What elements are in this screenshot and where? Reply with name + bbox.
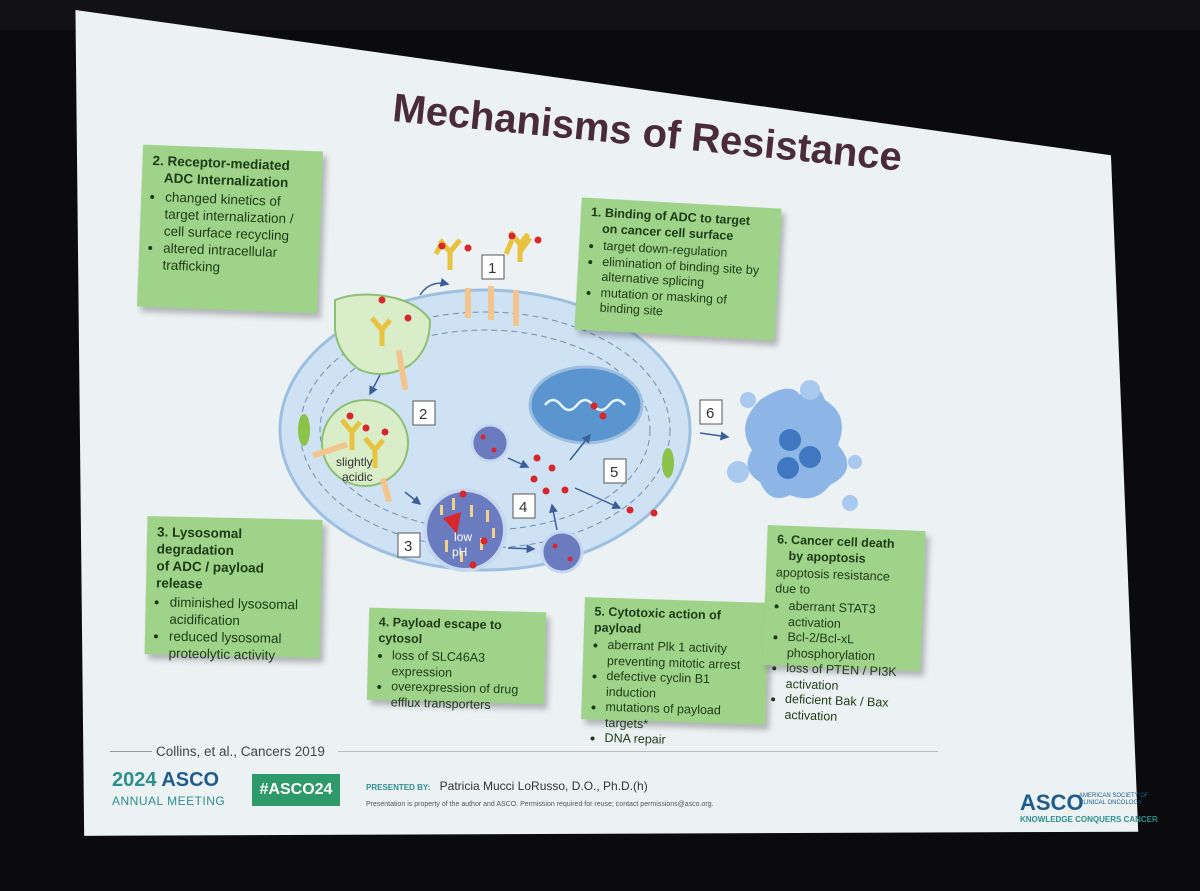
box-payload-escape: 4. Payload escape to cytosol loss of SLC… xyxy=(366,607,547,711)
step-2-label: 2 xyxy=(419,406,427,423)
box3-heading-2: of ADC / payload release xyxy=(155,558,265,592)
box5-item: aberrant Plk 1 activity preventing mitot… xyxy=(607,638,758,674)
pathway-arrows xyxy=(369,374,730,554)
step-6-label: 6 xyxy=(706,405,714,422)
meeting-logo: 2024 ASCO xyxy=(112,769,219,792)
box5-item: defective cyclin B1 induction xyxy=(606,669,757,705)
lysosome-label-low: low xyxy=(454,530,472,544)
dna-helix xyxy=(544,398,626,412)
step-1-label: 1 xyxy=(488,260,496,277)
box-apoptosis: 6. Cancer cell death by apoptosis apopto… xyxy=(762,525,926,723)
box6-item: Bcl-2/Bcl-xL phosphorylation xyxy=(787,630,912,666)
box3-item: reduced lysosomal proteolytic activity xyxy=(168,628,310,665)
membrane-transporter-right xyxy=(662,448,674,478)
disclaimer: Presentation is property of the author a… xyxy=(366,801,714,808)
vesicle-label-slightly: slightly xyxy=(336,455,373,469)
room-background xyxy=(0,0,1200,30)
asco-logo: ASCO xyxy=(1020,790,1084,815)
citation-divider-right xyxy=(338,751,938,752)
nucleus xyxy=(528,365,644,445)
box-receptor-internalization: 2. Receptor-mediated ADC Internalization… xyxy=(136,144,324,314)
box6-item: loss of PTEN / PI3K activation xyxy=(785,661,910,697)
antibodies-step1 xyxy=(433,230,542,326)
box2-item: changed kinetics of target internalizati… xyxy=(164,188,312,245)
box-cytotoxic-action: 5. Cytotoxic action of payload aberrant … xyxy=(581,597,769,747)
box6-item: deficient Bak / Bax activation xyxy=(784,692,909,728)
meeting-asco: ASCO xyxy=(161,769,220,791)
asco-org-name: AMERICAN SOCIETY OF CLINICAL ONCOLOGY xyxy=(1079,793,1149,806)
asco-tagline: KNOWLEDGE CONQUERS CANCER xyxy=(1020,815,1158,824)
small-vesicle-top xyxy=(470,423,510,463)
box5-heading: 5. Cytotoxic action of payload xyxy=(593,604,722,636)
box4-heading: 4. Payload escape to cytosol xyxy=(378,614,502,646)
step-3-label: 3 xyxy=(404,538,412,555)
vesicle-label-acidic: acidic xyxy=(342,470,373,484)
hashtag-badge: #ASCO24 xyxy=(252,774,340,806)
citation: Collins, et al., Cancers 2019 xyxy=(156,744,325,759)
box-lysosomal-degradation: 3. Lysosomal degradation of ADC / payloa… xyxy=(144,516,323,663)
box6-item: aberrant STAT3 activation xyxy=(788,599,913,635)
lysosome-label-ph: pH xyxy=(452,545,467,559)
free-payload-molecules xyxy=(530,454,658,517)
box3-item: diminished lysosomal acidification xyxy=(169,594,311,631)
meeting-name: ANNUAL MEETING xyxy=(112,794,226,808)
box-adc-binding: 1. Binding of ADC to target on cancer ce… xyxy=(574,197,782,341)
box6-subheading: apoptosis resistance due to xyxy=(775,565,891,597)
internalized-adc xyxy=(370,316,392,346)
presenter-name: Patricia Mucci LoRusso, D.O., Ph.D.(h) xyxy=(439,779,648,793)
meeting-year: 2024 xyxy=(112,769,157,791)
citation-divider xyxy=(110,751,152,752)
lysosome-payload-cluster xyxy=(443,512,461,534)
presenter-line: PRESENTED BY: Patricia Mucci LoRusso, D.… xyxy=(366,779,648,793)
presented-by-label: PRESENTED BY: xyxy=(366,783,431,792)
apoptotic-cell xyxy=(727,380,862,511)
step-4-label: 4 xyxy=(519,499,527,516)
membrane-transporter-left xyxy=(298,414,310,446)
box4-item: overexpression of drug efflux transporte… xyxy=(391,679,535,714)
box4-item: loss of SLC46A3 expression xyxy=(391,648,535,683)
box5-item: mutations of payload targets* xyxy=(605,700,756,736)
small-vesicle-bottom xyxy=(540,530,584,574)
step-5-label: 5 xyxy=(610,464,618,481)
step-number-boxes: 1 2 3 4 5 6 xyxy=(397,254,723,558)
box3-heading-1: 3. Lysosomal degradation xyxy=(156,524,243,559)
box2-item: altered intracellular trafficking xyxy=(162,239,309,279)
